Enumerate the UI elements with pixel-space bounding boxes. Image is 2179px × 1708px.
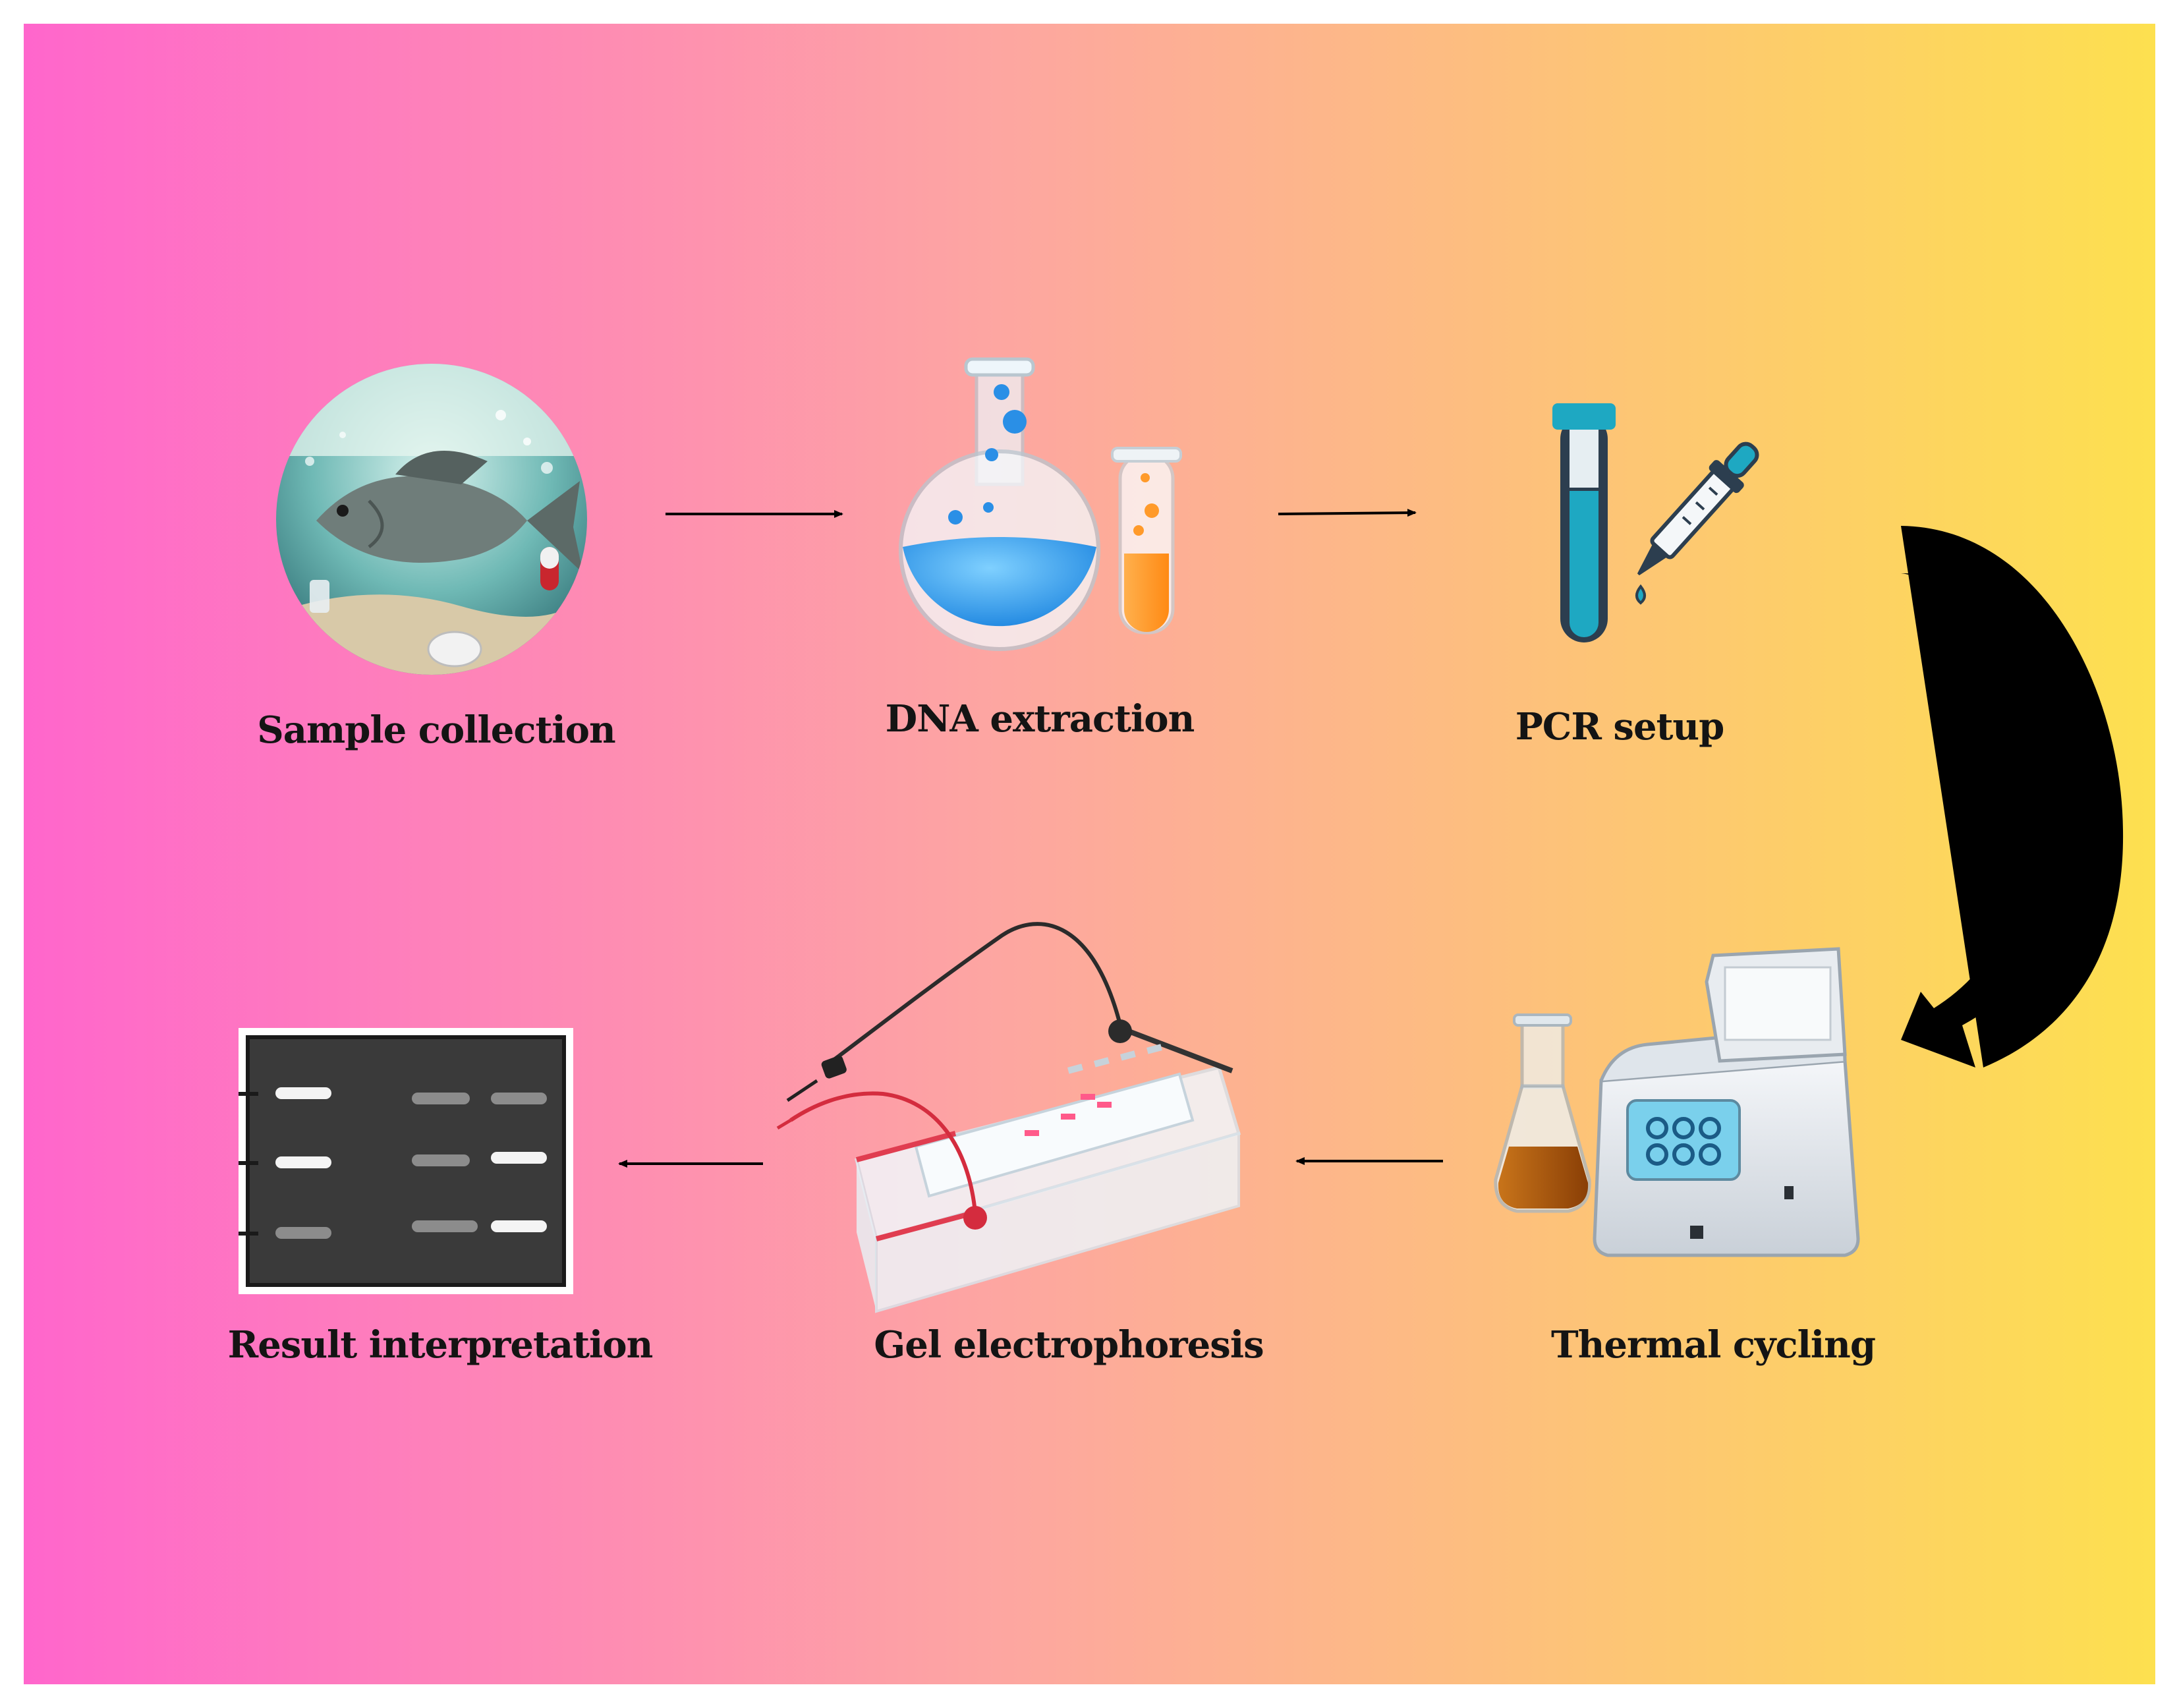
label-pcr-setup: PCR setup (1515, 705, 1725, 749)
label-thermal-cycling: Thermal cycling (1551, 1323, 1876, 1367)
gel-electrophoresis-icon (776, 922, 1241, 1313)
arrow-pcr-to-thermal (1901, 526, 2124, 1068)
thermal-cycler-icon (1494, 947, 1860, 1257)
label-sample-collection: Sample collection (257, 708, 615, 752)
label-dna-extraction: DNA extraction (885, 697, 1195, 741)
gradient-background (24, 24, 2155, 1684)
gel-result-icon (239, 1028, 573, 1294)
label-result-interpretation: Result interpretation (227, 1323, 654, 1367)
arrow-dna-to-pcr (1278, 509, 1417, 517)
flask-test-tube-icon (899, 357, 1182, 651)
pcr-tube-pipette-icon (1552, 403, 1759, 642)
label-gel-electrophoresis: Gel electrophoresis (874, 1323, 1264, 1367)
